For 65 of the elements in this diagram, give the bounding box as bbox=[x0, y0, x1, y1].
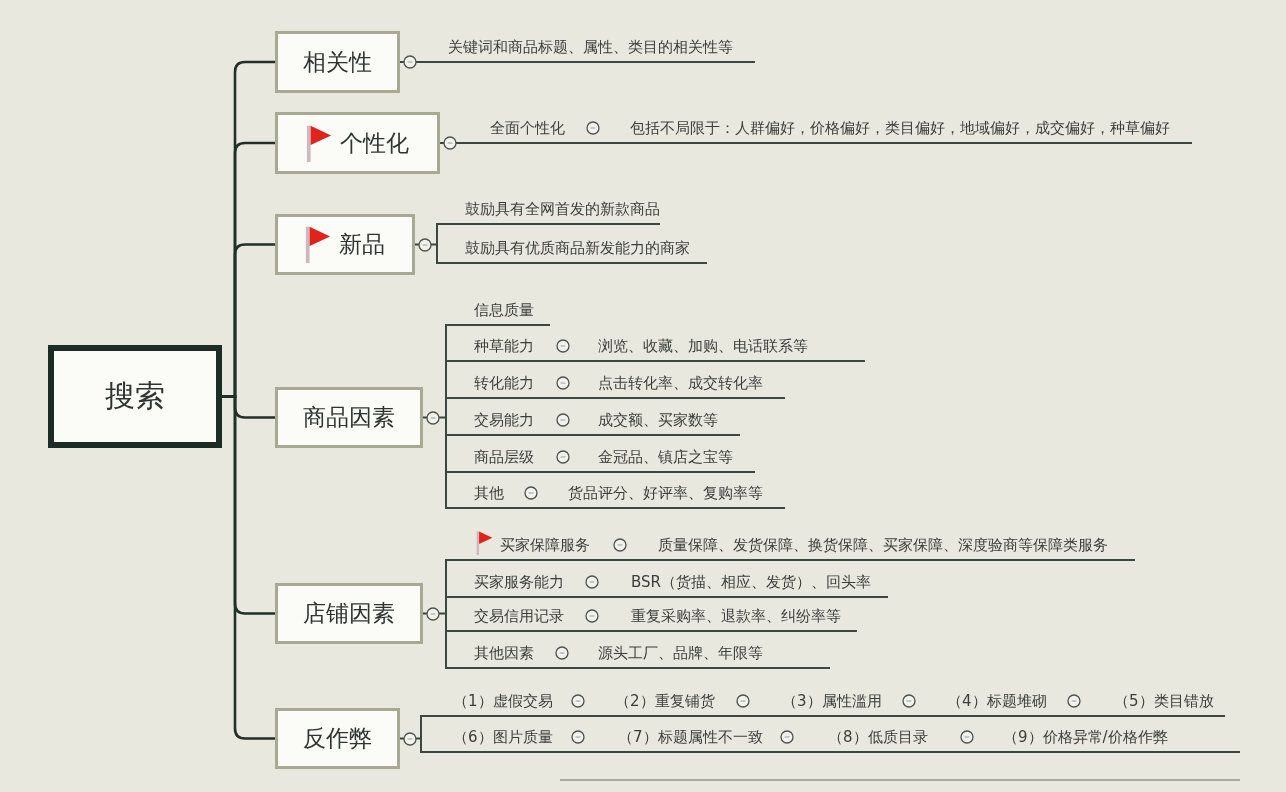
underlined-topic: （6）图片质量 bbox=[429, 723, 565, 753]
underlined-topic: （8）低质目录 bbox=[800, 723, 955, 753]
underlined-topic: 其他 bbox=[455, 479, 517, 509]
underlined-topic: 质量保障、发货保障、换货保障、买家保障、深度验商等保障类服务 bbox=[635, 531, 1135, 561]
underlined-topic: 鼓励具有全网首发的新款商品 bbox=[445, 195, 660, 225]
underlined-topic: 商品层级 bbox=[455, 443, 545, 473]
underlined-topic: 鼓励具有优质商品新发能力的商家 bbox=[445, 234, 707, 264]
underlined-topic: （4）标题堆砌 bbox=[922, 687, 1060, 717]
topic-box bbox=[275, 112, 440, 174]
central-topic-box: 搜索 bbox=[48, 345, 222, 448]
connector-line bbox=[727, 715, 758, 717]
underlined-topic bbox=[455, 531, 605, 561]
underlined-topic: （2）重复铺货 bbox=[590, 687, 728, 717]
underlined-topic: BSR（货描、相应、发货）、回头率 bbox=[606, 568, 888, 598]
underlined-topic: （3）属性滥用 bbox=[757, 687, 895, 717]
connector-line bbox=[772, 751, 801, 753]
underlined-topic: 货品评分、好评率、复购率等 bbox=[545, 479, 785, 509]
connector-line bbox=[422, 559, 456, 669]
connector-line bbox=[577, 596, 607, 598]
underlined-topic: （7）标题属性不一致 bbox=[590, 723, 773, 753]
topic-label: 个性化 bbox=[340, 128, 409, 158]
underlined-topic: （5）类目错放 bbox=[1087, 687, 1225, 717]
underlined-topic: 信息质量 bbox=[455, 296, 550, 326]
underlined-topic: 点击转化率、成交转化率 bbox=[580, 369, 785, 399]
underlined-topic: 源头工厂、品牌、年限等 bbox=[575, 639, 830, 669]
underlined-topic: 关键词和商品标题、属性、类目的相关性等 bbox=[425, 33, 755, 63]
connector-line bbox=[1059, 715, 1088, 717]
connector-line bbox=[544, 397, 581, 399]
connector-line bbox=[222, 395, 275, 740]
topic-label: 新品 bbox=[339, 230, 385, 259]
connector-line bbox=[544, 360, 581, 362]
underlined-topic: 包括不局限于：人群偏好，价格偏好，类目偏好，地域偏好，成交偏好，种草偏好 bbox=[610, 114, 1192, 144]
underlined-topic: 交易能力 bbox=[455, 406, 545, 436]
underlined-topic: （1）虚假交易 bbox=[429, 687, 565, 717]
connector-line bbox=[564, 715, 591, 717]
connector-line bbox=[544, 434, 581, 436]
topic-box: 相关性 bbox=[275, 31, 400, 93]
connector-line bbox=[544, 471, 581, 473]
connector-line bbox=[574, 142, 611, 144]
connector-line bbox=[422, 324, 456, 509]
connector-line bbox=[516, 507, 546, 509]
underlined-topic: 金冠品、镇店之宝等 bbox=[580, 443, 755, 473]
underlined-topic: 种草能力 bbox=[455, 332, 545, 362]
topic-box: 反作弊 bbox=[275, 708, 400, 769]
connector-line bbox=[954, 751, 979, 753]
underlined-topic: 重复采购率、退款率、纠纷率等 bbox=[606, 602, 857, 632]
underlined-topic: 浏览、收藏、加购、电话联系等 bbox=[580, 332, 865, 362]
connector-line bbox=[894, 715, 923, 717]
topic-box: 店铺因素 bbox=[275, 583, 423, 644]
connector-line bbox=[547, 667, 576, 669]
underlined-topic: 交易信用记录 bbox=[455, 602, 578, 632]
underlined-topic: （9）价格异常/价格作弊 bbox=[978, 723, 1240, 753]
underlined-topic: 买家服务能力 bbox=[455, 568, 578, 598]
connector-line bbox=[604, 559, 636, 561]
connector-line bbox=[577, 630, 607, 632]
topic-box: 商品因素 bbox=[275, 387, 423, 448]
underlined-topic: 全面个性化 bbox=[462, 114, 575, 144]
topic-box bbox=[275, 214, 415, 275]
connector-line bbox=[414, 223, 446, 264]
underlined-topic: 其他因素 bbox=[455, 639, 548, 669]
connector-line bbox=[564, 751, 591, 753]
underlined-topic: 转化能力 bbox=[455, 369, 545, 399]
topic-label: 买家保障服务 bbox=[500, 535, 590, 555]
connector-line bbox=[399, 715, 430, 753]
underlined-topic: 成交额、买家数等 bbox=[580, 406, 740, 436]
